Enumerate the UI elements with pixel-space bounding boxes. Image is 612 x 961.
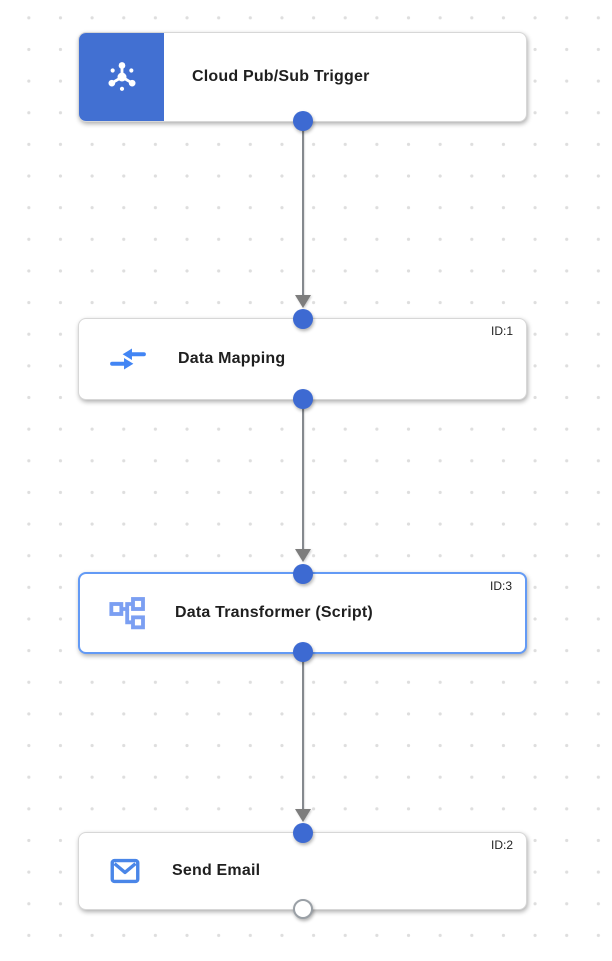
node-title: Data Mapping (178, 350, 286, 367)
data-transformer-icon (107, 593, 147, 633)
arrowhead-icon (295, 549, 311, 562)
output-port-open[interactable] (292, 899, 313, 919)
arrowhead-icon (295, 295, 311, 308)
node-data-mapping[interactable]: ID:1 Data Mapping (78, 309, 527, 409)
edge-line (302, 121, 304, 296)
send-email-icon (106, 854, 144, 888)
node-title: Send Email (172, 862, 261, 879)
output-port[interactable] (292, 389, 313, 409)
node-title: Data Transformer (Script) (175, 604, 373, 621)
input-port[interactable] (292, 564, 313, 584)
node-id-badge: ID:3 (489, 579, 512, 593)
node-send-email[interactable]: ID:2 Send Email (78, 823, 527, 919)
arrowhead-icon (295, 809, 311, 822)
data-mapping-icon (106, 340, 150, 378)
node-data-transformer-script[interactable]: ID:3 Data Transformer (Script) (78, 564, 527, 662)
input-port[interactable] (292, 309, 313, 329)
pubsub-icon-box (79, 33, 164, 121)
edge-line (302, 400, 304, 550)
edge-line (302, 654, 304, 810)
output-port[interactable] (292, 111, 313, 131)
node-id-badge: ID:2 (490, 838, 513, 852)
output-port[interactable] (292, 642, 313, 662)
node-title: Cloud Pub/Sub Trigger (192, 68, 370, 85)
input-port[interactable] (292, 823, 313, 843)
node-cloud-pubsub-trigger[interactable]: Cloud Pub/Sub Trigger (78, 32, 527, 131)
cloud-pubsub-icon (108, 62, 135, 91)
node-id-badge: ID:1 (490, 324, 513, 338)
